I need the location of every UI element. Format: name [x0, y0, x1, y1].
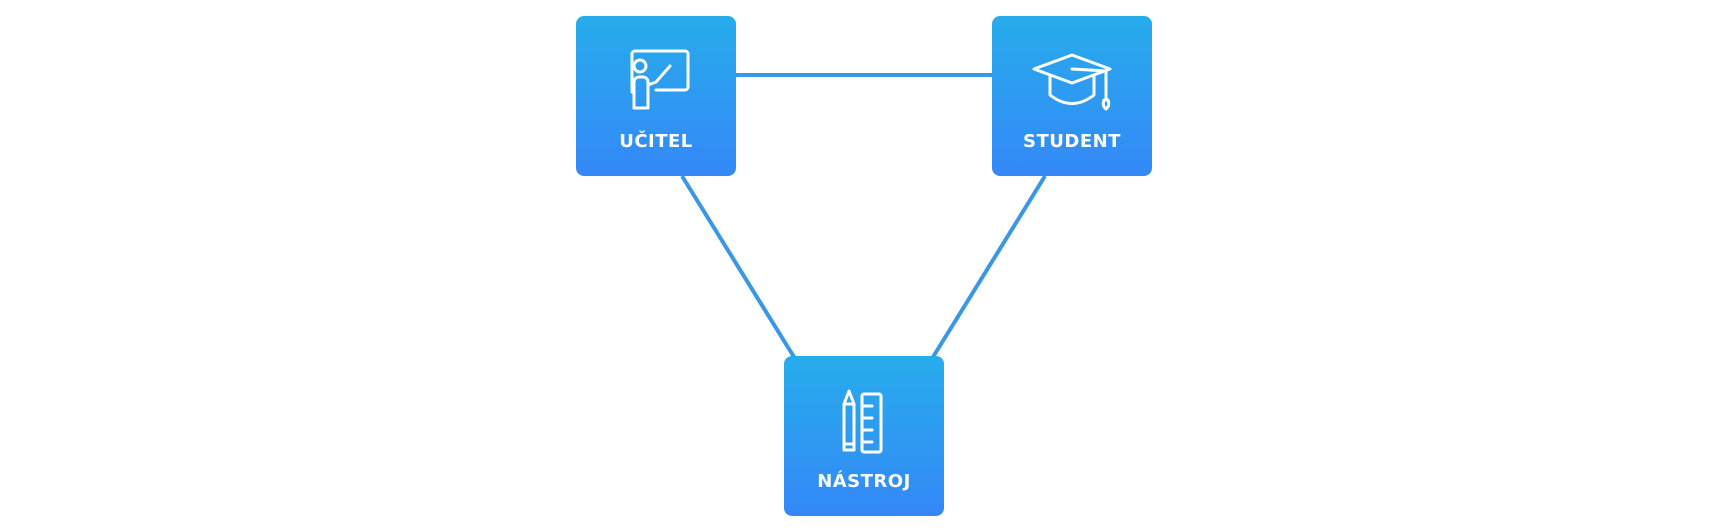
teacher-at-board-icon [630, 49, 690, 110]
pencil-ruler-icon [842, 389, 883, 454]
node-nastroj-label: NÁSTROJ [817, 471, 911, 492]
node-student-label: STUDENT [1023, 131, 1121, 152]
edge-student-nastroj [931, 174, 1047, 359]
edge-ucitel-nastroj [680, 174, 796, 359]
node-student[interactable]: STUDENT [992, 16, 1152, 176]
node-nastroj[interactable]: NÁSTROJ [784, 356, 944, 516]
node-ucitel[interactable]: UČITEL [576, 16, 736, 176]
node-ucitel-label: UČITEL [619, 131, 693, 152]
graduation-cap-icon [1032, 53, 1112, 111]
